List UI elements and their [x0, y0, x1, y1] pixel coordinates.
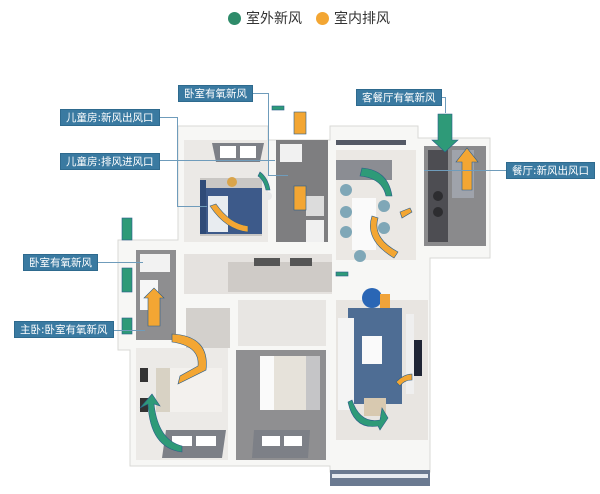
living-room: [330, 288, 430, 486]
fresh-duct-bedroom-left: [121, 217, 133, 241]
fresh-arrow-living-dining: [431, 113, 459, 153]
fresh-arrow-dining: [359, 167, 393, 197]
fresh-air-dot-icon: [228, 11, 241, 25]
legend: 室外新风 室内排风: [228, 8, 390, 28]
fresh-duct-top: [271, 105, 285, 111]
fresh-arrow-master: [139, 393, 183, 453]
label-bedroom-fresh-left: 卧室有氧新风: [23, 254, 98, 271]
label-living-dining-fresh: 客餐厅有氧新风: [356, 89, 442, 106]
label-bedroom-fresh-top: 卧室有氧新风: [178, 85, 253, 102]
fresh-duct-master: [121, 317, 133, 335]
fresh-duct-bedroom-mid: [121, 267, 133, 293]
exhaust-arrow-dining: [455, 147, 479, 191]
kids-room: [184, 140, 272, 242]
leader-line-bedroom-left: [93, 262, 143, 263]
exhaust-duct-bath-mid: [293, 185, 307, 211]
exhaust-arrow-kids: [209, 203, 249, 233]
exhaust-arrow-dining-small: [399, 207, 413, 219]
label-kids-fresh-outlet: 儿童房:新风出风口: [60, 109, 160, 126]
fresh-grille-corridor: [335, 271, 349, 277]
leader-line-bedroom-top-h2: [268, 175, 288, 176]
legend-item-fresh-air: 室外新风: [228, 8, 302, 28]
leader-line-bedroom-top-v: [268, 93, 269, 175]
legend-label-fresh-air: 室外新风: [246, 11, 302, 27]
exhaust-arrow-living: [395, 373, 413, 387]
fresh-air-arrows: [121, 105, 459, 453]
exhaust-air-dot-icon: [316, 11, 329, 25]
exhaust-air-arrows: [143, 111, 479, 387]
leader-line-living-dining-v: [445, 97, 446, 113]
leader-line-kids-outlet: [158, 117, 178, 118]
dining-room: [336, 140, 416, 262]
exhaust-duct-left: [143, 287, 165, 327]
label-master-bedroom-fresh: 主卧:卧室有氧新风: [14, 321, 114, 338]
leader-line-kids-exhaust: [155, 160, 275, 161]
legend-item-exhaust-air: 室内排风: [316, 8, 390, 28]
exhaust-arrow-dining-table: [370, 215, 399, 259]
leader-line-master: [105, 330, 145, 331]
second-bedroom: [236, 300, 326, 460]
master-bedroom: [136, 308, 230, 460]
legend-label-exhaust-air: 室内排风: [334, 11, 390, 27]
fresh-arrow-kids: [257, 171, 271, 191]
exhaust-arrow-master: [171, 333, 207, 385]
label-kids-exhaust-inlet: 儿童房:排风进风口: [60, 153, 160, 170]
leader-line-bedroom-top: [247, 93, 269, 94]
leader-line-dining-outlet: [424, 170, 506, 171]
exhaust-duct-bath-top: [293, 111, 307, 135]
label-dining-fresh-outlet: 餐厅:新风出风口: [506, 162, 596, 179]
corridor: [184, 254, 332, 294]
fresh-arrow-living: [347, 399, 389, 431]
leader-line-kids-outlet-v: [177, 117, 178, 206]
leader-line-kids-outlet-h2: [177, 206, 207, 207]
